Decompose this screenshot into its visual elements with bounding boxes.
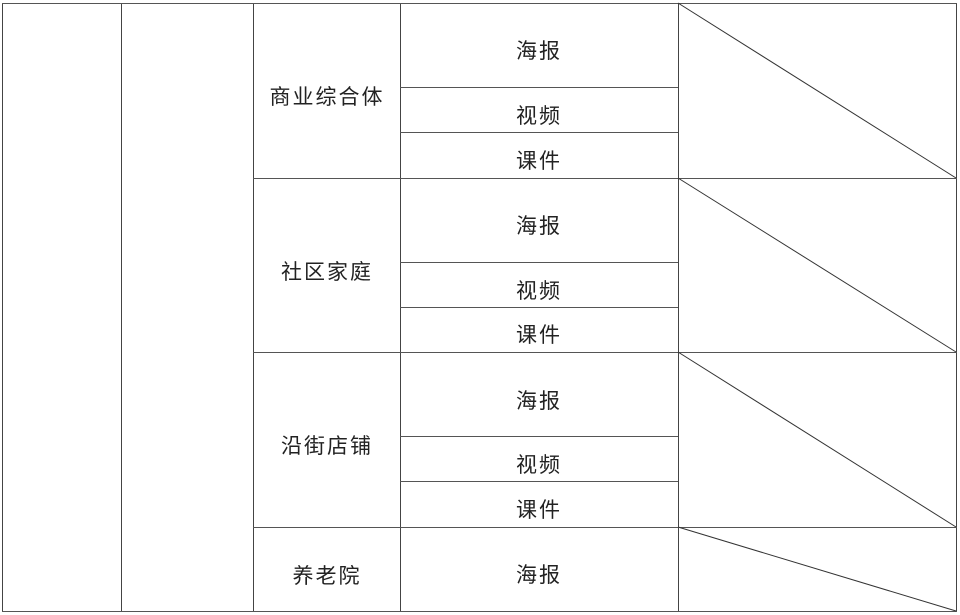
item-separator	[400, 87, 678, 88]
item-separator	[400, 262, 678, 263]
col-line-2	[253, 3, 254, 612]
bottom-border	[2, 611, 957, 612]
item-separator	[400, 436, 678, 437]
category-cell: 沿街店铺	[281, 434, 373, 458]
item-cell: 课件	[516, 498, 562, 522]
category-cell: 商业综合体	[269, 85, 385, 109]
item-cell: 海报	[516, 214, 562, 238]
item-cell: 海报	[516, 563, 562, 587]
item-separator	[400, 132, 678, 133]
item-cell: 海报	[516, 39, 562, 63]
group-separator	[253, 352, 957, 353]
group-separator	[253, 178, 957, 179]
group-separator	[253, 527, 957, 528]
item-cell: 视频	[516, 453, 562, 477]
col-line-0	[2, 3, 3, 612]
category-cell: 养老院	[292, 564, 362, 588]
category-cell: 社区家庭	[281, 260, 373, 284]
item-cell: 视频	[516, 104, 562, 128]
item-cell: 视频	[516, 279, 562, 303]
item-separator	[400, 307, 678, 308]
col-line-1	[121, 3, 122, 612]
item-cell: 海报	[516, 389, 562, 413]
col-line-5	[956, 3, 957, 612]
item-cell: 课件	[516, 323, 562, 347]
item-cell: 课件	[516, 149, 562, 173]
item-separator	[400, 481, 678, 482]
top-border	[2, 3, 957, 4]
col-line-4	[678, 3, 679, 612]
